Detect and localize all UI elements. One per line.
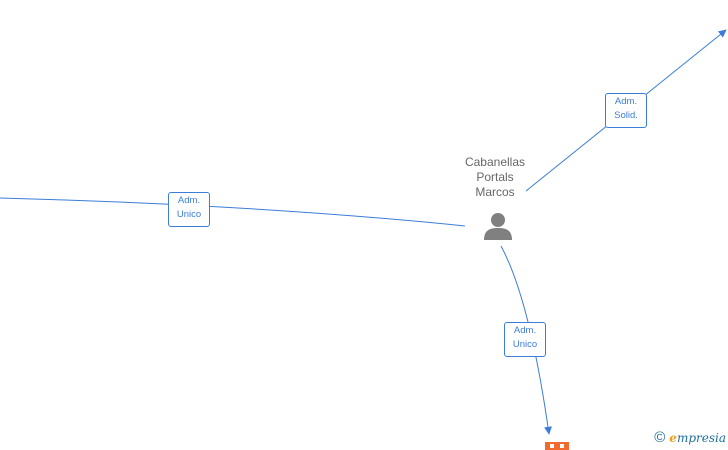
edge-bottom-label: Adm. Unico <box>504 322 546 357</box>
person-icon[interactable] <box>482 210 514 242</box>
edge-left-label: Adm. Unico <box>168 192 210 227</box>
edge-top-right-label-line-1: Adm. <box>614 96 638 107</box>
brand-logo: empresia <box>669 430 726 445</box>
center-node-name-line-2: Portals <box>476 170 514 184</box>
edge-bottom-line <box>500 245 552 435</box>
center-node-name-line-3: Marcos <box>475 185 515 199</box>
edge-top-right-label-line-2: Solid. <box>614 110 638 121</box>
center-node-name[interactable]: Cabanellas Portals Marcos <box>450 155 540 200</box>
copyright-icon: © <box>654 429 666 446</box>
edge-left-label-line-2: Unico <box>176 209 202 220</box>
edge-left-line <box>0 197 466 227</box>
edge-top-right-label: Adm. Solid. <box>605 93 647 128</box>
edge-bottom-label-line-2: Unico <box>512 339 538 350</box>
center-node-name-line-1: Cabanellas <box>464 155 526 169</box>
edge-left-label-line-1: Adm. <box>177 195 201 206</box>
copyright-watermark: © empresia <box>654 429 726 446</box>
edge-bottom-label-line-1: Adm. <box>513 325 537 336</box>
company-icon[interactable] <box>545 442 569 450</box>
